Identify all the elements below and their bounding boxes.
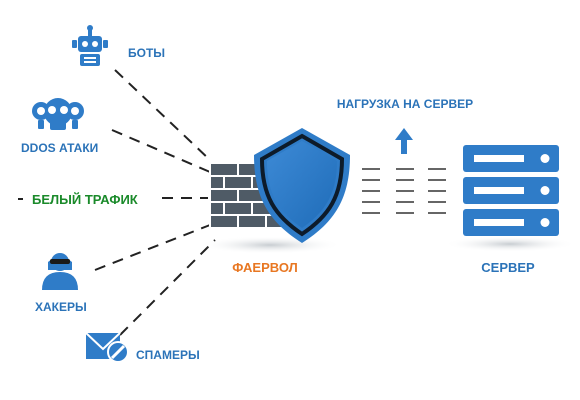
bots-label: БОТЫ [128,46,165,60]
shield-icon [254,128,350,243]
skull-icon [32,98,84,130]
white-traffic-label: БЕЛЫЙ ТРАФИК [32,192,138,207]
spammers-label: СПАМЕРЫ [136,348,200,362]
server-rack-icon [463,145,559,236]
load-label: НАГРУЗКА НА СЕРВЕР [337,97,473,111]
server-label: СЕРВЕР [481,260,535,275]
hacker-icon [42,253,78,290]
connector-lines [94,69,216,336]
traffic-dashes [362,168,446,214]
ddos-label: DDOS АТАКИ [21,141,98,155]
connector-bots [114,69,211,161]
server-shadow [444,236,576,252]
connector-hackers [94,224,211,271]
connector-ddos [111,129,211,173]
firewall-label: ФАЕРВОЛ [232,260,297,275]
arrow-up-icon [395,128,413,154]
firewall-shadow [198,236,342,254]
hackers-label: ХАКЕРЫ [35,300,87,314]
spam-mail-icon [85,332,129,363]
connector-spammers [119,239,216,336]
robot-icon [72,25,108,66]
